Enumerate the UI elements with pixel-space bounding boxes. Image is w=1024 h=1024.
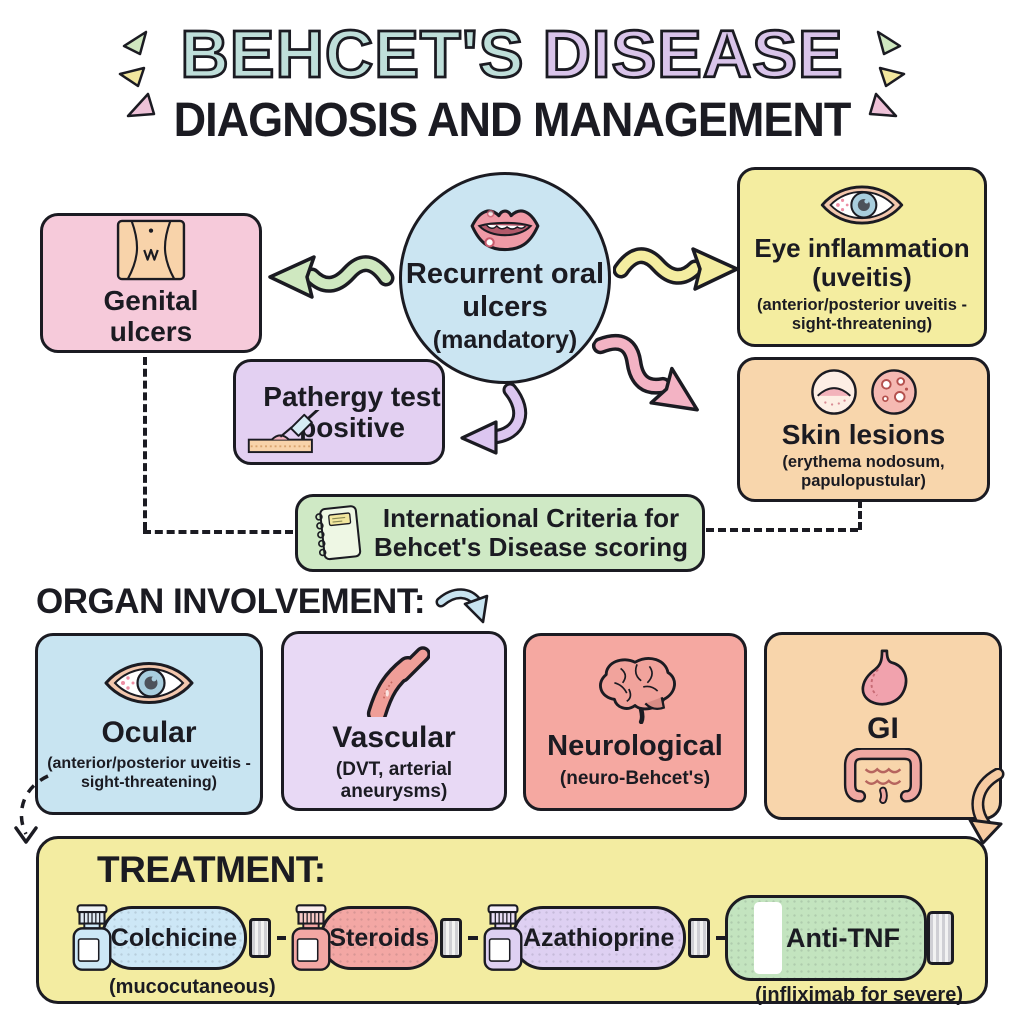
blood-vessel-icon (366, 646, 430, 718)
eye-inflammation-label: Eye inflammation (uveitis) (754, 232, 970, 293)
anti-tnf-label: Anti-TNF (786, 922, 900, 953)
pathergy-syringe-icon (247, 410, 320, 454)
organ-involvement-heading: ORGAN INVOLVEMENT: (36, 582, 491, 626)
notebook-icon (315, 505, 362, 561)
pill-bottle-icon (72, 904, 112, 971)
sparkle-right-icon (868, 30, 906, 118)
connector-genital-to-scoring-horizontal (143, 530, 293, 534)
stomach-icon (861, 649, 908, 706)
steroids-label: Steroids (329, 923, 430, 952)
organ-involvement-title: ORGAN INVOLVEMENT: (36, 582, 425, 621)
skin-lesions-label: Skin lesions (781, 418, 946, 450)
title-word-behcets: BEHCET'S (179, 16, 525, 94)
drug-colchicine: Colchicine (mucocutaneous) (67, 903, 277, 998)
drug-connector-dash (715, 936, 725, 940)
drug-connector-dash (277, 936, 287, 940)
yellow-wavy-arrow-right (613, 247, 739, 291)
neurological-label: Neurological (547, 729, 723, 762)
steroids-capsule: Steroids (320, 906, 439, 970)
neurological-note: (neuro-Behcet's) (559, 768, 711, 790)
azathioprine-label: Azathioprine (522, 923, 675, 952)
skin-lesions-note: (erythema nodosum, papulopustular) (782, 453, 945, 491)
colchicine-label: Colchicine (110, 923, 238, 952)
vascular-box: Vascular (DVT, arterial aneurysms) (281, 631, 507, 811)
vascular-note: (DVT, arterial aneurysms) (335, 758, 453, 802)
azathioprine-capsule: Azathioprine (511, 906, 686, 970)
ocular-note: (anterior/posterior uveitis - sight-thre… (47, 755, 251, 791)
green-wavy-arrow-left (268, 255, 395, 299)
anti-tnf-note: (infliximab for severe) (755, 984, 963, 1006)
treatment-drugs-row: Colchicine (mucocutaneous) Steroids (67, 895, 963, 1006)
infusion-bottle-icon anti-tnf-bottle: Anti-TNF (724, 895, 927, 981)
title-word-disease: DISEASE (541, 16, 844, 94)
brain-icon (599, 657, 676, 724)
eye-icon (104, 661, 194, 704)
drug-azathioprine: Azathioprine (478, 903, 716, 973)
pill-bottle-icon (483, 904, 523, 971)
connector-genital-to-scoring-vertical (143, 357, 147, 530)
central-node-label: Recurrent oral ulcers (405, 258, 605, 323)
eye-icon (820, 185, 904, 225)
page-subtitle: DIAGNOSIS AND MANAGEMENT (173, 91, 852, 147)
vascular-label: Vascular (332, 721, 456, 755)
genital-ulcers-box: Genital ulcers (40, 213, 262, 353)
colchicine-capsule: Colchicine (101, 906, 247, 970)
drug-steroids: Steroids (286, 903, 468, 973)
intestines-icon (843, 747, 923, 804)
treatment-heading: TREATMENT: (97, 849, 326, 890)
recurrent-oral-ulcers-node: Recurrent oral ulcers (mandatory) (399, 172, 611, 384)
orange-curl-arrow (968, 768, 1005, 845)
pathergy-test-label: Pathergy test positive (263, 380, 441, 443)
eye-inflammation-box: Eye inflammation (uveitis) (anterior/pos… (737, 167, 987, 347)
skin-lesion-icons (810, 368, 918, 416)
connector-skin-to-scoring-horizontal (706, 528, 858, 532)
neurological-box: Neurological (neuro-Behcet's) (523, 633, 747, 811)
pill-bottle-icon (291, 904, 331, 971)
blue-curl-arrow (435, 588, 489, 624)
papulopustular-icon (870, 369, 917, 415)
ocular-label: Ocular (101, 715, 197, 749)
scoring-box: International Criteria for Behcet's Dise… (295, 494, 705, 572)
drug-connector-dash (468, 936, 478, 940)
sparkle-left-icon (118, 30, 156, 118)
mouth-ulcer-icon (470, 209, 540, 252)
skin-lesions-box: Skin lesions (erythema nodosum, papulopu… (737, 357, 990, 502)
connector-skin-to-scoring-vertical (858, 500, 862, 530)
erythema-nodosum-icon (810, 369, 857, 415)
gi-box: GI (764, 632, 1002, 820)
treatment-banner: TREATMENT: Colchicine (mucocutaneous) (36, 836, 988, 1006)
ocular-box: Ocular (anterior/posterior uveitis - sig… (35, 633, 263, 815)
gi-label: GI (867, 712, 899, 746)
purple-hook-arrow (460, 382, 528, 455)
scoring-label: International Criteria for Behcet's Dise… (374, 502, 688, 562)
central-node-sublabel: (mandatory) (432, 326, 578, 355)
pathergy-test-box: Pathergy test positive (233, 359, 445, 465)
colchicine-note: (mucocutaneous) (109, 976, 276, 998)
groin-icon (116, 219, 186, 280)
eye-inflammation-note: (anterior/posterior uveitis - sight-thre… (757, 296, 967, 334)
dashed-curve-arrow (14, 774, 49, 844)
pink-wavy-arrow-downright (591, 333, 699, 412)
genital-ulcers-label: Genital ulcers (103, 284, 199, 347)
drug-anti-tnf: Anti-TNF (infliximab for severe) (724, 895, 963, 1006)
